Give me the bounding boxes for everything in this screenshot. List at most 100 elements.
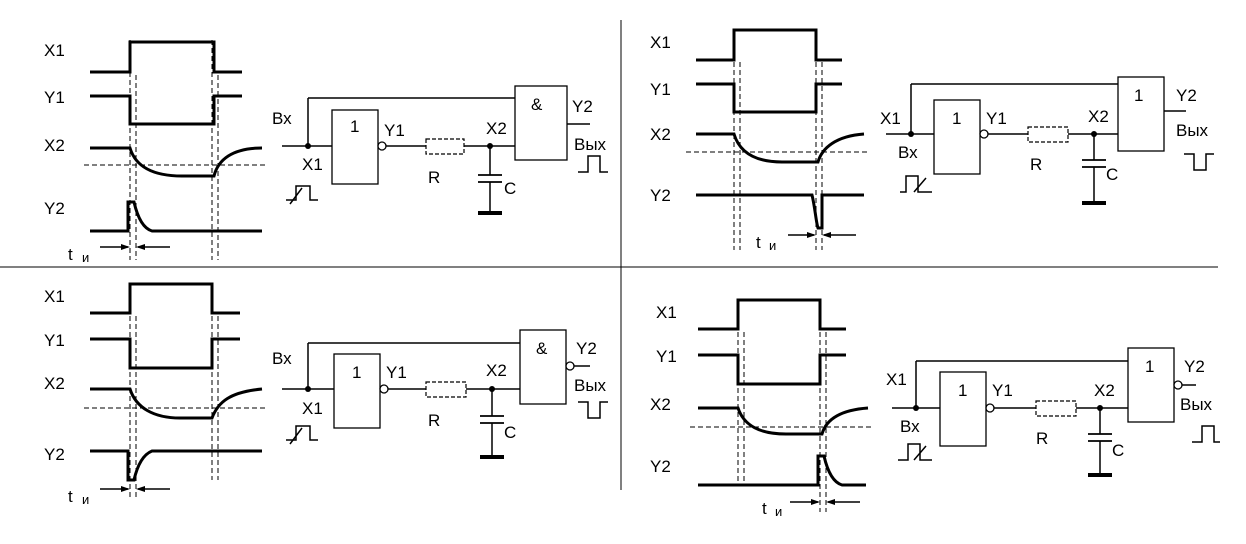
inverter-bubble	[377, 141, 387, 151]
waveform-y2	[90, 200, 262, 233]
input-waveform-slash	[289, 187, 303, 205]
waveform-x2	[698, 406, 869, 436]
input-waveform-icon	[286, 185, 318, 201]
pulse-width-subscript: и	[775, 504, 782, 519]
resistor-label: R	[1036, 429, 1048, 448]
capacitor-label: C	[504, 179, 516, 198]
nor-gate	[1127, 347, 1175, 423]
input-waveform-icon	[900, 175, 932, 193]
output-label: Вых	[574, 135, 607, 154]
inverter-gate	[933, 99, 981, 175]
pulse-width-label: t	[756, 233, 761, 252]
resistor-label: R	[428, 168, 440, 187]
inverter-bubble	[979, 129, 989, 139]
signal-label-x1: X1	[650, 33, 671, 52]
signal-label-x1: X1	[44, 287, 65, 306]
nor-gate-label: 1	[1145, 357, 1154, 376]
input-node-label: X1	[886, 370, 907, 389]
input-node-label: X1	[302, 399, 323, 418]
timing-diagram: X1 Y1 X2 Y2 t и	[650, 28, 868, 253]
panel-bottom-right: X1 Y1 X2 Y2 t и X1 Вх	[650, 298, 1220, 519]
nand-bubble	[565, 361, 575, 371]
pulse-width-label: t	[68, 245, 73, 264]
input-label: Вх	[898, 143, 918, 162]
signal-label-x2: X2	[650, 395, 671, 414]
arrow-head	[807, 232, 816, 238]
input-label: Вх	[272, 109, 292, 128]
inverter-gate	[331, 109, 379, 185]
inverter-bubble	[379, 384, 389, 394]
input-node-label: X1	[880, 109, 901, 128]
waveform-y1	[90, 337, 240, 370]
inverter-gate-label: 1	[958, 381, 967, 400]
resistor	[1035, 400, 1077, 417]
input-waveform-slash	[289, 427, 303, 445]
circuit: Вх X1 1 Y1 R X2 C &	[272, 329, 608, 459]
gate-output-label: Y2	[1176, 86, 1197, 105]
resistor	[425, 381, 467, 398]
output-label: Вых	[1176, 121, 1209, 140]
nand-gate	[519, 329, 567, 405]
and-gate-label: &	[531, 95, 543, 114]
timing-diagram: X1 Y1 X2 Y2 t и	[650, 298, 874, 519]
nor-bubble	[1173, 380, 1183, 390]
input-waveform-slash	[913, 445, 927, 461]
panel-top-left: X1 Y1 X2 Y2 t и Вх X1	[44, 40, 608, 265]
signal-label-y1: Y1	[44, 331, 65, 350]
waveform-x1	[696, 28, 842, 62]
inverter-output-label: Y1	[386, 363, 407, 382]
arrow-head	[121, 486, 130, 492]
signal-label-y2: Y2	[650, 457, 671, 476]
node-label: X2	[486, 119, 507, 138]
signal-label-y1: Y1	[44, 88, 65, 107]
inverter-gate	[939, 371, 987, 447]
inverter-output-label: Y1	[384, 121, 405, 140]
inverter-gate-label: 1	[952, 109, 961, 128]
or-gate-label: 1	[1134, 86, 1143, 105]
inverter-output-label: Y1	[992, 381, 1013, 400]
output-label: Вых	[1180, 395, 1213, 414]
input-label: Вх	[900, 417, 920, 436]
signal-label-x2: X2	[650, 125, 671, 144]
inverter-gate	[333, 353, 381, 429]
arrow-head	[826, 499, 835, 505]
input-junction	[913, 405, 919, 411]
signal-label-y1: Y1	[650, 80, 671, 99]
signal-label-x2: X2	[44, 374, 65, 393]
timing-diagram: X1 Y1 X2 Y2 t и	[44, 282, 268, 507]
signal-label-x1: X1	[44, 41, 65, 60]
output-waveform-icon	[578, 155, 608, 173]
waveform-x2	[90, 387, 263, 420]
waveform-x1	[698, 298, 846, 331]
circuit: X1 Вх 1 Y1 R X2 C 1	[886, 347, 1220, 477]
and-gate	[514, 85, 568, 161]
circuit: X1 Вх 1 Y1 R X2 C 1	[880, 76, 1214, 205]
waveform-y1	[696, 82, 842, 114]
timing-diagram: X1 Y1 X2 Y2 t и	[44, 40, 268, 265]
signal-label-y1: Y1	[656, 347, 677, 366]
resistor-label: R	[1030, 155, 1042, 174]
inverter-output-label: Y1	[986, 109, 1007, 128]
arrow-head	[811, 499, 820, 505]
input-junction	[908, 131, 914, 137]
waveform-x2	[696, 132, 865, 164]
pulse-width-subscript: и	[82, 492, 89, 507]
waveform-y2	[696, 193, 864, 230]
inverter-gate-label: 1	[350, 117, 359, 136]
gate-output-label: Y2	[1184, 357, 1205, 376]
inverter-gate-label: 1	[352, 363, 361, 382]
panel-bottom-left: X1 Y1 X2 Y2 t и Вх X1	[44, 282, 608, 507]
signal-label-x2: X2	[44, 136, 65, 155]
arrow-head	[136, 244, 145, 250]
signal-label-y2: Y2	[650, 186, 671, 205]
resistor	[425, 138, 465, 155]
input-waveform-icon	[286, 425, 318, 441]
output-waveform-icon	[1192, 425, 1220, 443]
panel-top-right: X1 Y1 X2 Y2 t и X1 Вх	[650, 28, 1214, 253]
resistor	[1027, 126, 1069, 143]
input-waveform-icon	[898, 443, 932, 461]
pulse-width-subscript: и	[82, 250, 89, 265]
arrow-head	[136, 486, 145, 492]
gate-output-label: Y2	[576, 339, 597, 358]
or-gate	[1117, 76, 1165, 152]
